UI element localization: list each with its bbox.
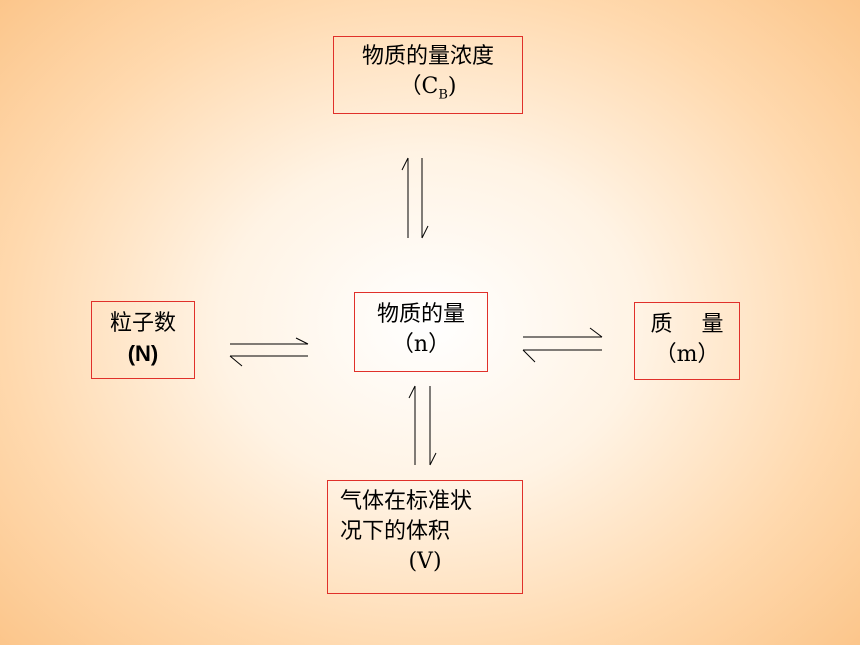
- arrow-up-to-concentration: [401, 157, 409, 238]
- concentration-box: 物质的量浓度 （CB): [333, 36, 523, 114]
- mass-symbol: （m）: [654, 342, 720, 367]
- concentration-symbol: （CB): [399, 74, 457, 103]
- arrow-up-toward-amount: [408, 385, 416, 465]
- arrow-left-toward-particles: [229, 355, 308, 367]
- amount-symbol: （n）: [391, 332, 451, 357]
- gas-volume-symbol: (V): [408, 549, 442, 574]
- gas-volume-label-line1: 气体在标准状: [340, 489, 473, 514]
- amount-label: 物质的量: [376, 302, 465, 327]
- arrow-down-from-concentration: [421, 158, 429, 239]
- gas-volume-label-line2: 况下的体积: [340, 519, 451, 544]
- arrow-right-toward-mass: [523, 327, 603, 338]
- gas-volume-box: 气体在标准状 况下的体积 (V): [327, 480, 523, 594]
- particle-symbol: (N): [127, 341, 159, 366]
- arrow-down-toward-gas-volume: [429, 386, 437, 466]
- concentration-label: 物质的量浓度: [361, 44, 494, 69]
- mass-label: 质 量: [650, 312, 724, 337]
- particle-number-box: 粒子数 (N): [91, 301, 195, 379]
- particle-label: 粒子数: [109, 311, 176, 336]
- mass-box: 质 量 （m）: [634, 302, 740, 380]
- arrow-left-toward-amount-right: [522, 349, 602, 363]
- arrow-right-toward-amount-left: [230, 337, 309, 345]
- amount-of-substance-box: 物质的量 （n）: [354, 292, 488, 372]
